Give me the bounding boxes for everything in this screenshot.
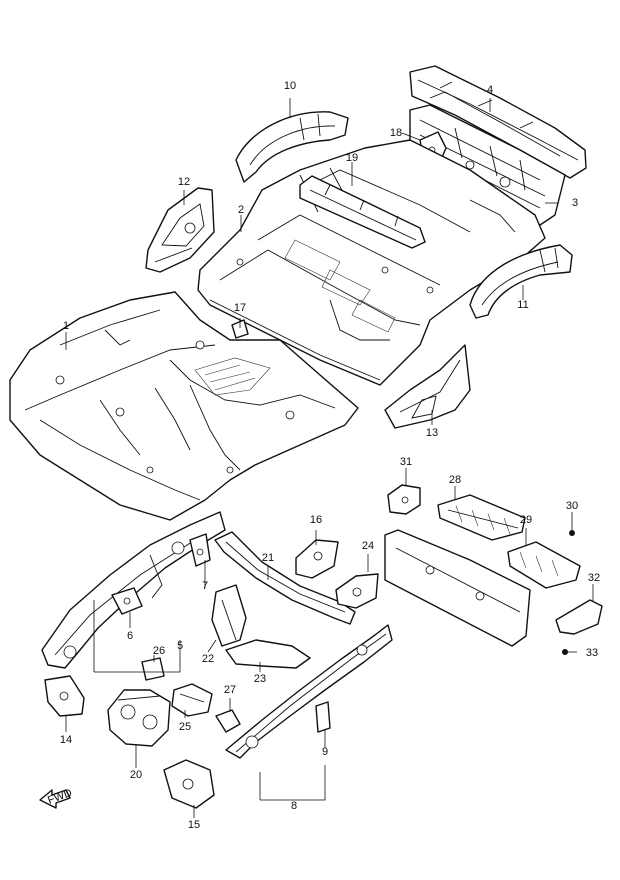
- callout-18: 18: [390, 127, 402, 139]
- callout-22: 22: [202, 653, 214, 665]
- part-21-cross-member: [214, 531, 356, 625]
- callout-9: 9: [322, 746, 328, 758]
- callout-19: 19: [346, 152, 358, 164]
- callout-24: 24: [362, 540, 374, 552]
- callout-14: 14: [60, 734, 72, 746]
- part-13-side-panel: [384, 344, 471, 429]
- part-15-bracket: [163, 759, 215, 809]
- front-direction-arrow-icon: FWD: [39, 787, 74, 809]
- part-29-cross-bar: [507, 541, 581, 589]
- callout-31: 31: [400, 456, 412, 468]
- callout-4: 4: [487, 84, 493, 96]
- part-30-bolt: [569, 530, 575, 536]
- callout-27: 27: [224, 684, 236, 696]
- part-16-bracket: [295, 539, 339, 579]
- callout-3: 3: [572, 197, 578, 209]
- callout-10: 10: [284, 80, 296, 92]
- part-26-bracket: [141, 657, 165, 681]
- part-12-side-bracket: [145, 187, 215, 273]
- part-32-bracket: [555, 599, 603, 635]
- callout-28: 28: [449, 474, 461, 486]
- callout-32: 32: [588, 572, 600, 584]
- part-9-bracket: [315, 701, 331, 733]
- part-27-bracket: [215, 709, 241, 733]
- part-28-cross-bar: [437, 494, 526, 541]
- callout-12: 12: [178, 176, 190, 188]
- leader-lines: [65, 98, 594, 818]
- callout-13: 13: [426, 427, 438, 439]
- callout-26: 26: [153, 645, 165, 657]
- front-direction-label: FWD: [46, 787, 74, 807]
- part-7-bracket: [189, 533, 211, 567]
- part-22-vertical-member: [211, 584, 247, 647]
- callout-8: 8: [291, 800, 297, 812]
- callout-2: 2: [238, 204, 244, 216]
- part-25-pad: [171, 683, 213, 717]
- callout-7: 7: [202, 580, 208, 592]
- part-24-bracket: [335, 573, 379, 609]
- part-4-dash-upper-panel: [409, 65, 587, 179]
- callout-16: 16: [310, 514, 322, 526]
- callout-29: 29: [520, 514, 532, 526]
- part-33-bolt: [562, 649, 568, 655]
- part-10-wheel-housing-left: [235, 111, 349, 183]
- part-19-cross-member: [299, 175, 426, 249]
- part-31-bracket: [387, 484, 421, 515]
- callout-17: 17: [234, 302, 246, 314]
- part-20-mount-bracket: [107, 689, 171, 747]
- part-14-plate: [44, 675, 85, 717]
- part-23-member: [225, 639, 311, 669]
- callout-5: 5: [177, 640, 183, 652]
- part-6-bracket: [111, 587, 143, 615]
- callout-33: 33: [586, 647, 598, 659]
- callout-1: 1: [63, 320, 69, 332]
- callout-15: 15: [188, 819, 200, 831]
- callout-labels: 1 2 3 4 5 6 7 8 9 10 11 12 13 14 15 16 1…: [60, 80, 600, 831]
- part-11-wheel-housing-right: [469, 244, 573, 319]
- callout-21: 21: [262, 552, 274, 564]
- callout-25: 25: [179, 721, 191, 733]
- rear-cross-panel: [384, 529, 531, 647]
- callout-20: 20: [130, 769, 142, 781]
- callout-11: 11: [517, 299, 528, 311]
- part-1-front-floor: [9, 291, 359, 521]
- part-8-side-member-right: [225, 624, 393, 759]
- callout-30: 30: [566, 500, 578, 512]
- callout-6: 6: [127, 630, 133, 642]
- callout-23: 23: [254, 673, 266, 685]
